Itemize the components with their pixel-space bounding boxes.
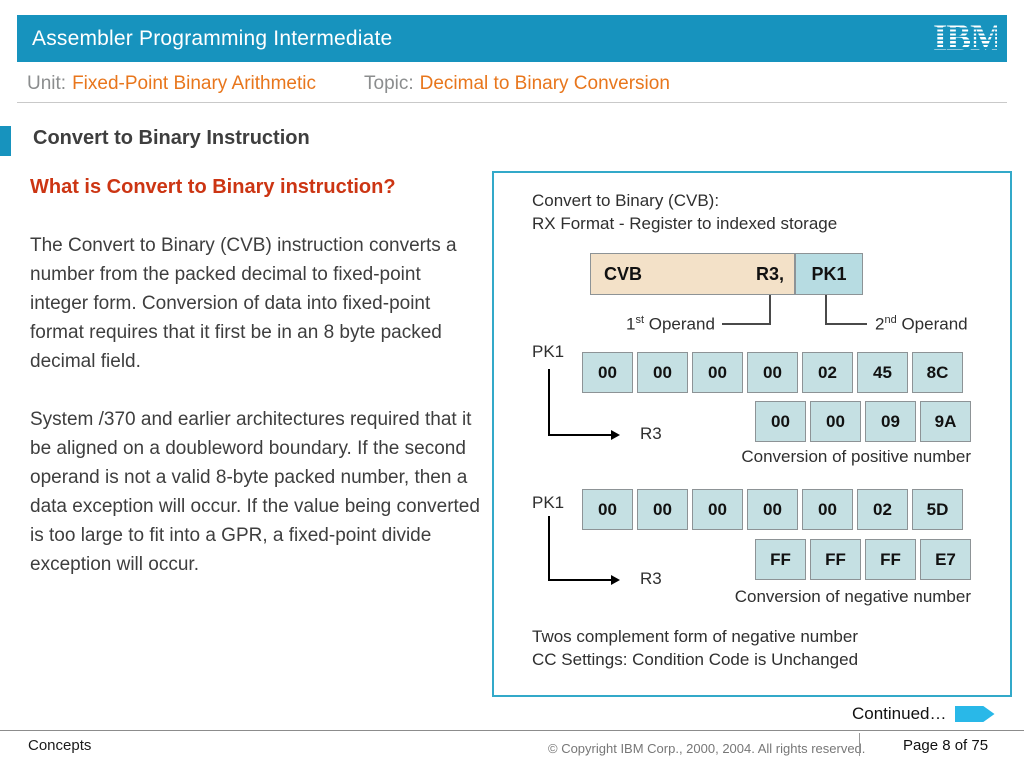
continued-label: Continued… <box>852 704 947 723</box>
continued-arrow-icon <box>954 706 995 722</box>
course-title: Assembler Programming Intermediate <box>32 26 393 50</box>
byte-cell: 00 <box>692 352 743 393</box>
positive-arrow-horizontal <box>548 434 612 436</box>
operand1-connector-horizontal <box>722 323 771 325</box>
byte-cell: 00 <box>692 489 743 530</box>
instruction-operand2: PK1 <box>811 263 847 284</box>
byte-cell: 00 <box>582 352 633 393</box>
negative-arrow-horizontal <box>548 579 612 581</box>
note-twos-complement: Twos complement form of negative number <box>532 627 858 646</box>
diagram-panel: Convert to Binary (CVB): RX Format - Reg… <box>492 171 1012 697</box>
byte-cell: 00 <box>810 401 861 442</box>
byte-cell: 00 <box>637 352 688 393</box>
topic-value: Decimal to Binary Conversion <box>419 73 670 94</box>
byte-cell: 00 <box>802 489 853 530</box>
operand1-num: 1 <box>626 314 636 334</box>
unit-value: Fixed-Point Binary Arithmetic <box>72 73 316 94</box>
footer-page-number: Page 8 of 75 <box>903 737 989 754</box>
unit-label: Unit: <box>27 73 67 94</box>
operand1-text: Operand <box>644 314 715 334</box>
byte-cell: FF <box>755 539 806 580</box>
operand2-connector-horizontal <box>825 323 867 325</box>
instruction-mnemonic: CVB <box>604 263 643 284</box>
header-bar: Assembler Programming Intermediate IBM <box>17 15 1007 62</box>
operand2-num: 2 <box>875 314 885 334</box>
ibm-logo-stripes <box>933 25 997 52</box>
topic-group: Topic: Decimal to Binary Conversion <box>364 73 670 95</box>
negative-arrowhead-icon <box>611 575 620 585</box>
positive-caption: Conversion of positive number <box>741 447 971 466</box>
diagram-caption-line1: Convert to Binary (CVB): <box>532 191 720 210</box>
positive-r3-label: R3 <box>640 424 662 443</box>
instruction-operand2-box: PK1 <box>795 253 863 295</box>
unit-topic-line: Unit: Fixed-Point Binary Arithmetic Topi… <box>27 73 670 95</box>
page-title: Convert to Binary Instruction <box>33 127 310 149</box>
byte-cell: 00 <box>747 352 798 393</box>
instruction-operand1: R3, <box>755 263 784 284</box>
byte-cell: 8C <box>912 352 963 393</box>
operand2-label: 2nd Operand <box>875 314 968 335</box>
byte-cell: 00 <box>747 489 798 530</box>
operand1-label: 1st Operand <box>626 314 715 335</box>
footer-vertical-rule <box>859 733 860 756</box>
topic-label: Topic: <box>364 73 414 94</box>
diagram-caption-line2: RX Format - Register to indexed storage <box>532 214 838 233</box>
operand2-connector-vertical <box>825 295 827 325</box>
body-paragraph-2: System /370 and earlier architectures re… <box>30 409 480 575</box>
byte-cell: 00 <box>755 401 806 442</box>
byte-cell: 02 <box>802 352 853 393</box>
byte-cell: 02 <box>857 489 908 530</box>
byte-cell: 09 <box>865 401 916 442</box>
byte-cell: FF <box>810 539 861 580</box>
body-text: The Convert to Binary (CVB) instruction … <box>30 231 482 579</box>
diagram-caption: Convert to Binary (CVB): RX Format - Reg… <box>532 189 837 235</box>
operand2-sup: nd <box>884 314 897 326</box>
positive-arrow-vertical <box>548 369 550 435</box>
negative-caption: Conversion of negative number <box>734 587 971 606</box>
byte-cell: 00 <box>637 489 688 530</box>
negative-arrow-vertical <box>548 516 550 580</box>
diagram-notes: Twos complement form of negative number … <box>532 625 858 671</box>
negative-r3-label: R3 <box>640 569 662 588</box>
byte-cell: 9A <box>920 401 971 442</box>
negative-pk1-label: PK1 <box>532 493 565 512</box>
byte-cell: E7 <box>920 539 971 580</box>
header-divider <box>17 102 1007 103</box>
operand1-connector-vertical <box>769 295 771 325</box>
positive-arrowhead-icon <box>611 430 620 440</box>
footer-copyright: © Copyright IBM Corp., 2000, 2004. All r… <box>548 741 866 756</box>
footer-section-label: Concepts <box>28 737 92 754</box>
continued-marker[interactable]: Continued… <box>852 704 995 724</box>
positive-pk1-label: PK1 <box>532 342 565 361</box>
byte-cell: 5D <box>912 489 963 530</box>
byte-cell: 00 <box>582 489 633 530</box>
footer-divider <box>0 730 1024 731</box>
note-cc-settings: CC Settings: Condition Code is Unchanged <box>532 650 859 669</box>
byte-cell: FF <box>865 539 916 580</box>
byte-cell: 45 <box>857 352 908 393</box>
question-heading: What is Convert to Binary instruction? <box>30 176 396 198</box>
operand1-sup: st <box>635 314 645 326</box>
operand2-text: Operand <box>896 314 968 334</box>
ibm-logo: IBM <box>933 25 997 52</box>
heading-accent-bar <box>0 126 11 156</box>
instruction-box: CVB R3, <box>590 253 795 295</box>
body-paragraph-1: The Convert to Binary (CVB) instruction … <box>30 235 457 372</box>
